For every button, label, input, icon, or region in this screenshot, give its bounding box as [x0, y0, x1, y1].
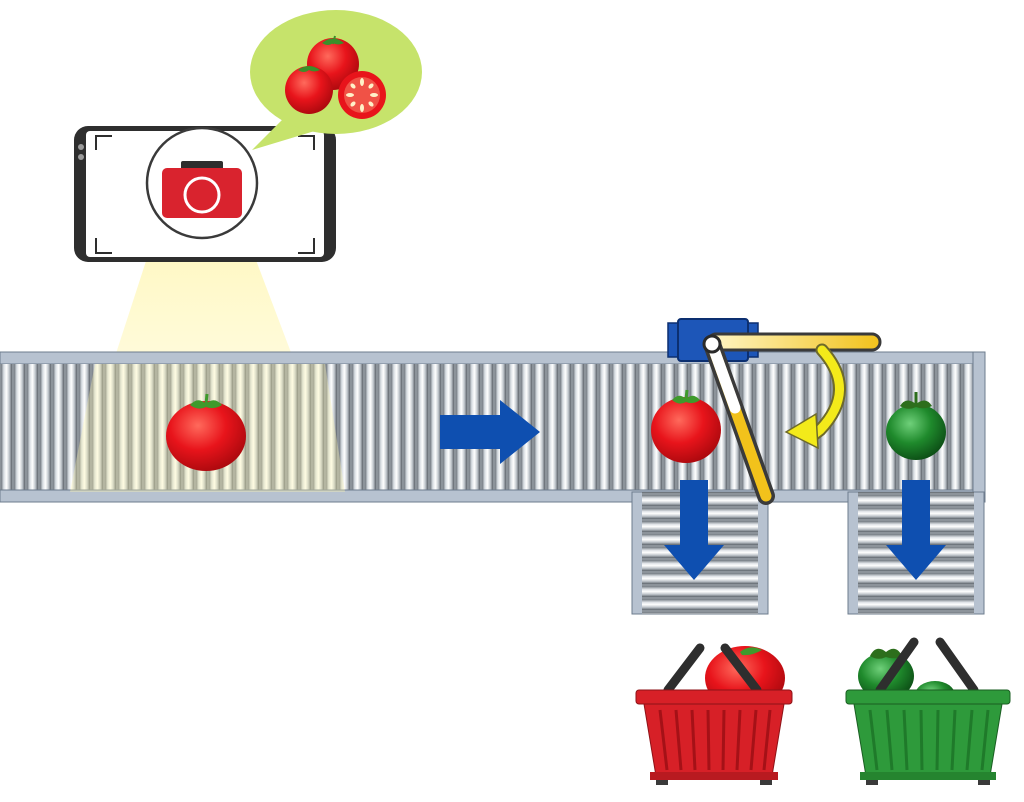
- servo-pivot: [702, 334, 722, 354]
- red-tomato: [651, 389, 721, 463]
- green-basket: [845, 637, 1011, 785]
- speech-bubble: [250, 10, 422, 150]
- curved-arrow-icon: [784, 343, 846, 450]
- conveyor-end-rail: [972, 351, 986, 503]
- viewfinder-brackets: [95, 135, 315, 254]
- arrow-down-icon-red-lane: [664, 480, 724, 580]
- tomato-cluster-icon: [285, 35, 386, 119]
- sorting-arm: [703, 335, 775, 505]
- phone-camera: [74, 126, 336, 262]
- sorting-arm-rest: [706, 332, 882, 352]
- red-basket: [635, 643, 793, 785]
- arrow-down-icon-green-lane: [886, 480, 946, 580]
- red-tomato-inspected: [166, 393, 246, 471]
- green-tomato: [886, 392, 946, 460]
- arrow-right-icon: [440, 400, 540, 464]
- camera-icon: [162, 161, 242, 218]
